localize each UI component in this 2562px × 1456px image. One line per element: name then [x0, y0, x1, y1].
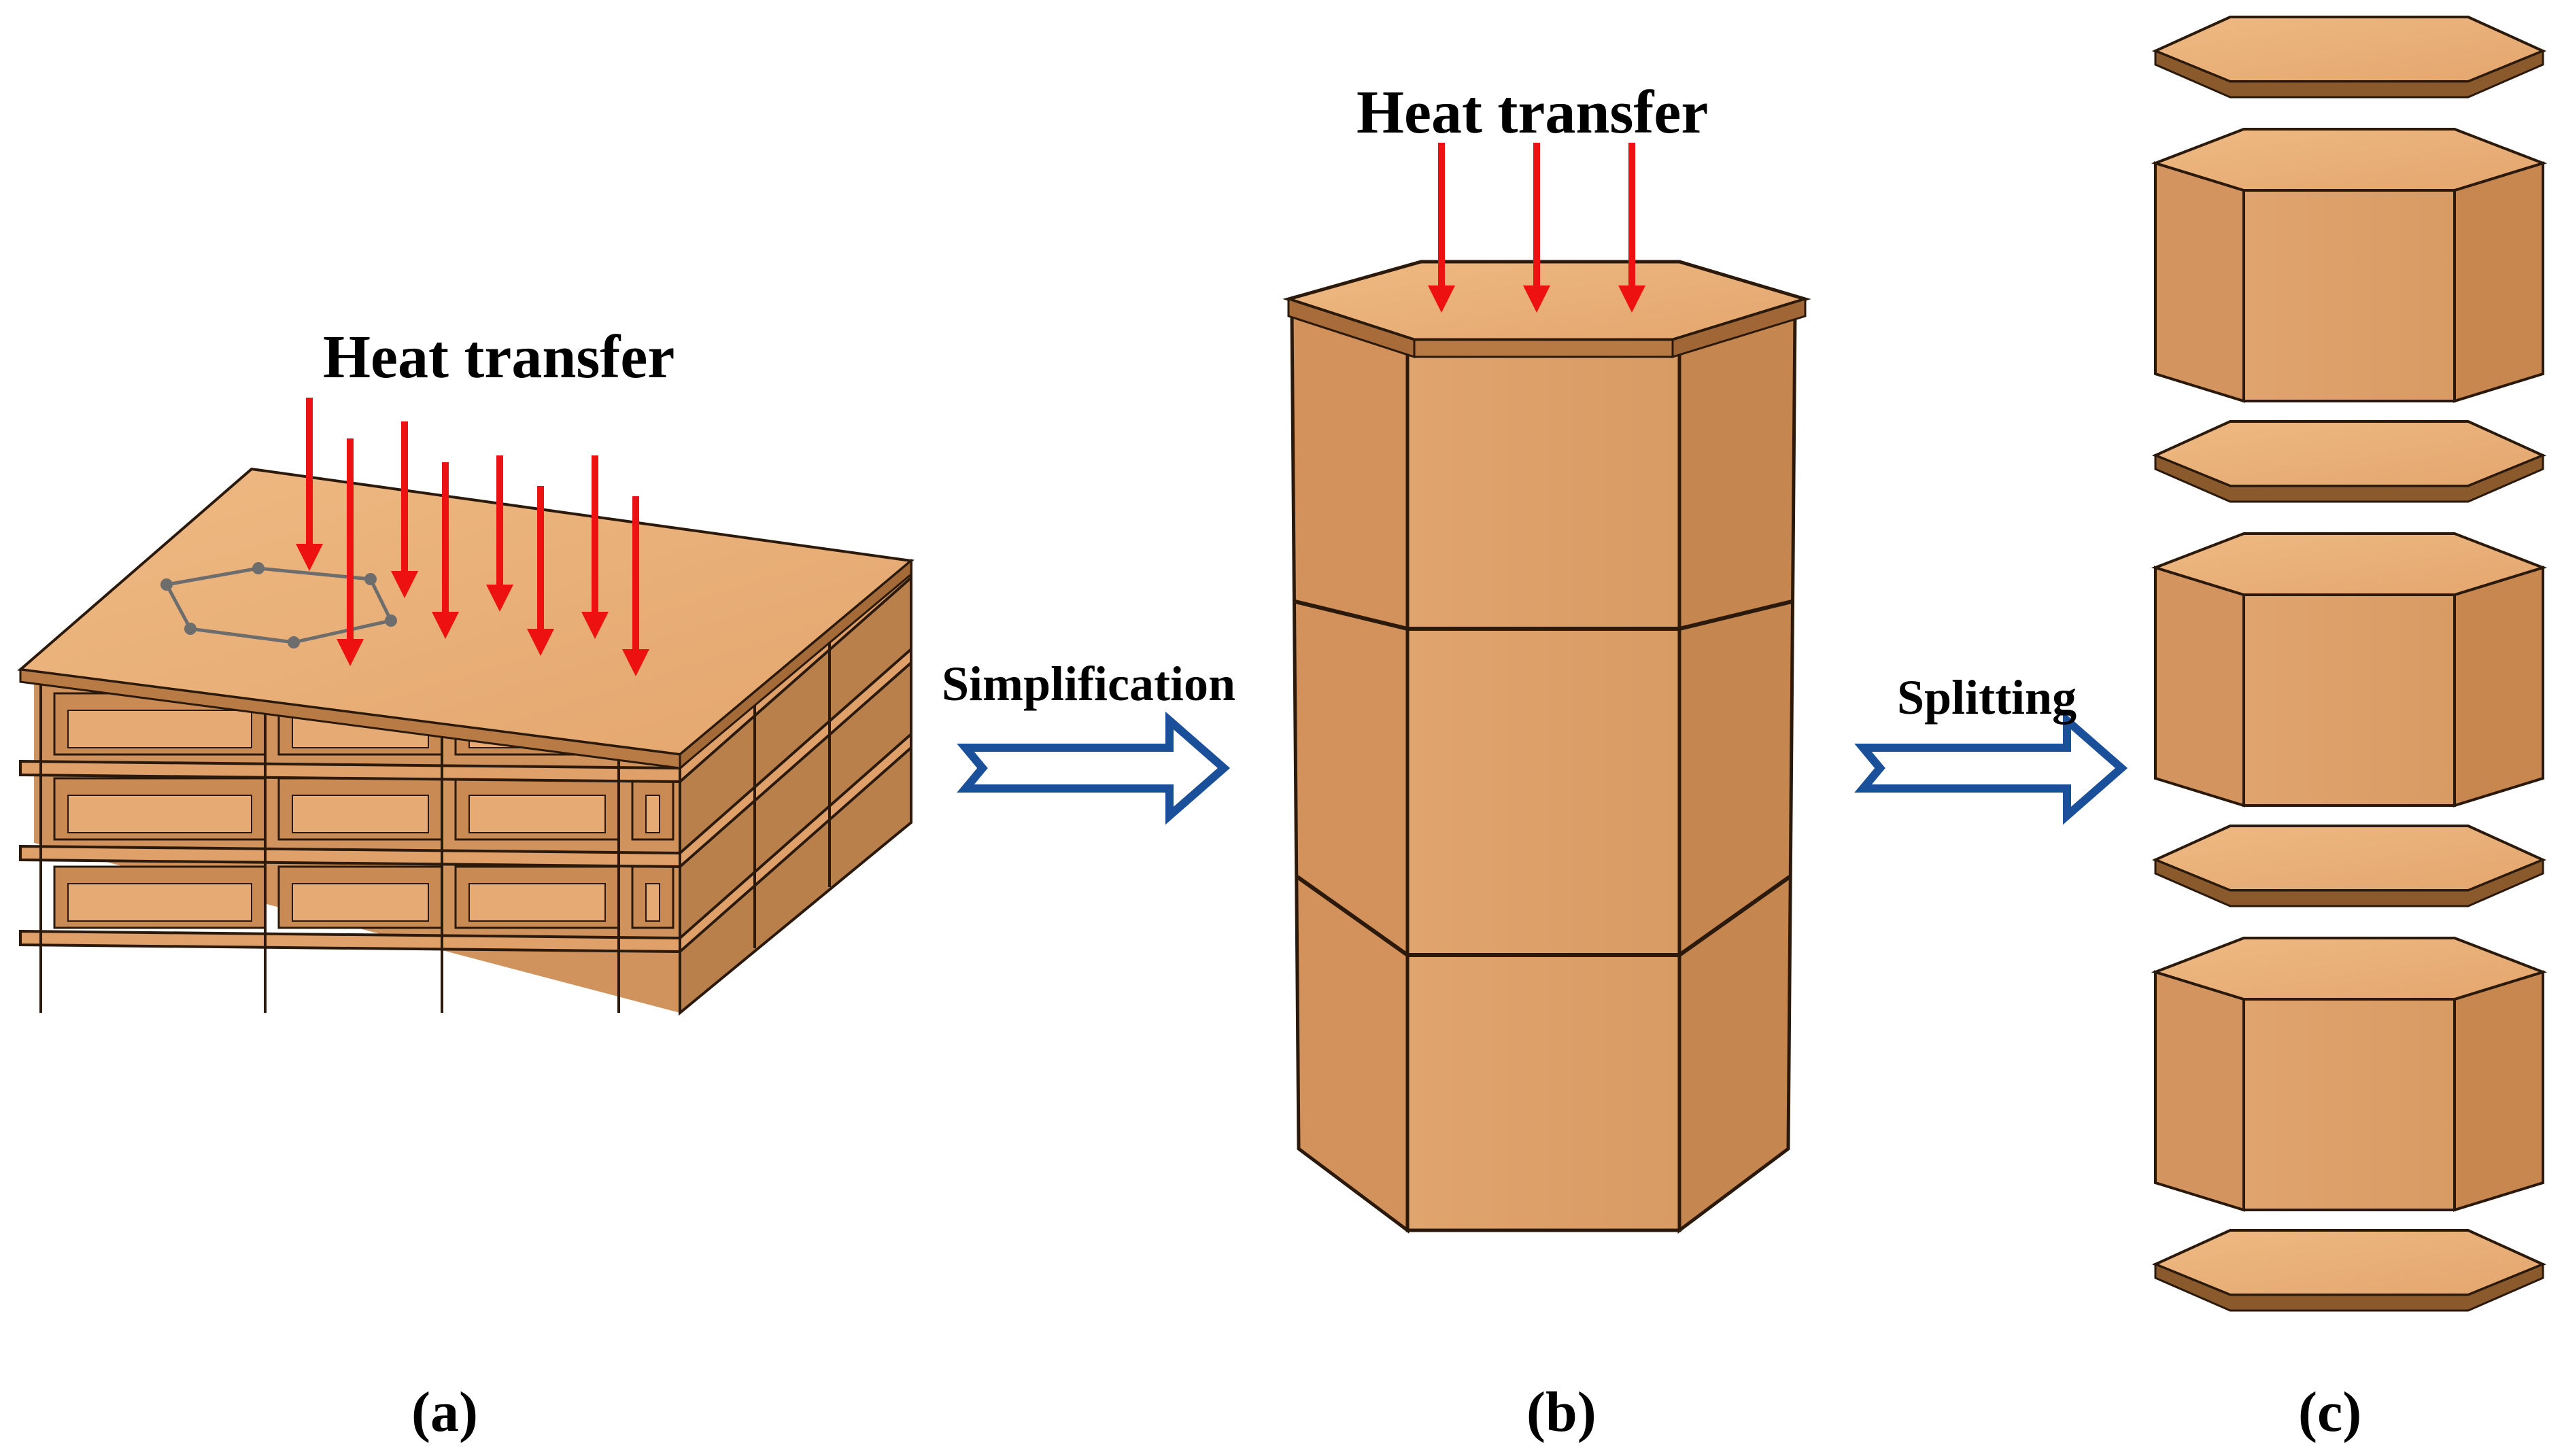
cell-right-face [2453, 970, 2544, 1212]
cell-inner-wall [468, 883, 606, 922]
plate-top [2151, 420, 2547, 487]
plate-top [2151, 16, 2547, 83]
cell-inner-wall [645, 795, 660, 833]
heat-transfer-label-b: Heat transfer [1356, 79, 1708, 146]
part-b-hexagonal-prism: Heat transfer [1282, 79, 1811, 1234]
cell-top-face [2151, 937, 2548, 1001]
hexagon-outline-icon [160, 562, 397, 648]
simplification-label: Simplification [942, 657, 1235, 711]
heat-transfer-label-a: Heat transfer [323, 324, 674, 391]
split-face-sheet [2151, 16, 2547, 99]
cell-left-face [2154, 161, 2245, 403]
cell-left-face [2154, 566, 2245, 808]
cell-right-face [2453, 566, 2544, 808]
heat-arrows-a [296, 398, 649, 676]
splitting-label: Splitting [1897, 670, 2077, 725]
plate-top [2151, 825, 2547, 892]
cell-top-face [2151, 532, 2548, 596]
plate-top [2151, 1229, 2547, 1296]
split-core-cell [2151, 532, 2548, 808]
cell-inner-wall [67, 883, 252, 922]
cell-inner-wall [67, 710, 252, 748]
cell-inner-wall [468, 795, 606, 833]
plate-edge [2154, 1262, 2544, 1312]
splitting-arrow-icon [1854, 711, 2128, 825]
plate-edge [2154, 858, 2544, 907]
split-face-sheet [2151, 825, 2547, 907]
caption-b: (b) [1526, 1381, 1596, 1444]
cell-inner-wall [292, 795, 429, 833]
split-face-sheet [2151, 1229, 2547, 1312]
plate-edge [2154, 453, 2544, 503]
caption-c: (c) [2298, 1381, 2361, 1444]
cell-inner-wall [645, 883, 660, 922]
cell-front-face [2242, 998, 2456, 1211]
cell-inner-wall [292, 883, 429, 922]
cell-top-face [2151, 128, 2548, 192]
heat-arrows-b [1428, 143, 1645, 313]
part-a-honeycomb-panel: Heat transfer [17, 324, 915, 1016]
split-core-cell [2151, 937, 2548, 1212]
cell-right-face [2453, 161, 2544, 403]
cell-front-face [2242, 593, 2456, 807]
split-face-sheet [2151, 420, 2547, 503]
split-core-cell [2151, 128, 2548, 403]
part-c-split-layers [2151, 16, 2548, 1312]
plate-edge [2154, 49, 2544, 99]
cell-inner-wall [67, 795, 252, 833]
cell-front-face [2242, 189, 2456, 402]
cell-left-face [2154, 970, 2245, 1212]
simplification-arrow-icon [957, 711, 1231, 825]
caption-a: (a) [411, 1381, 478, 1444]
